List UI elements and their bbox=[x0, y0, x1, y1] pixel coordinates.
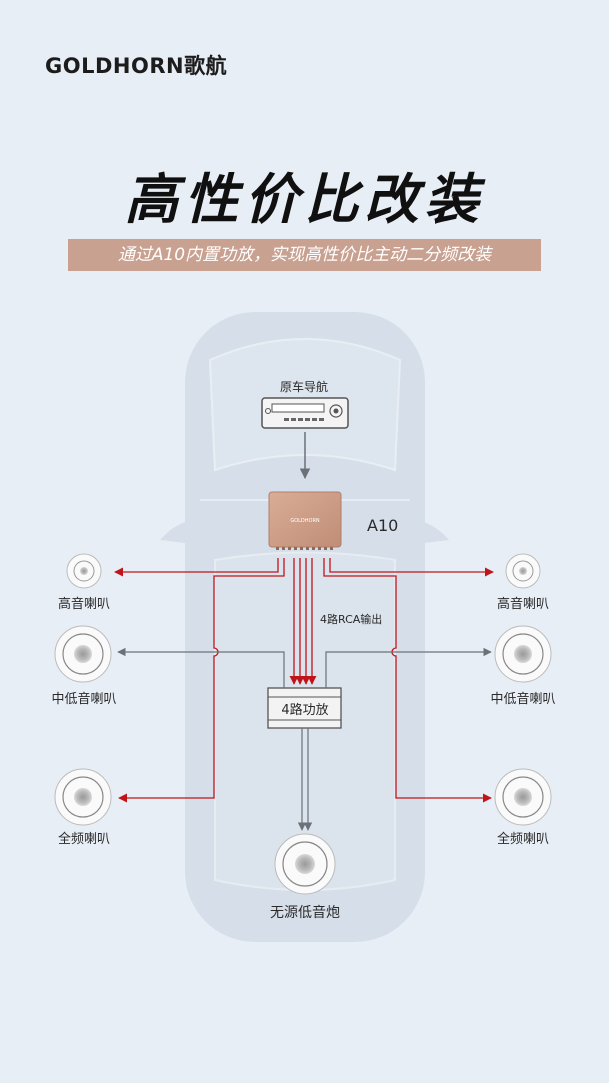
brand-logo: GOLDHORN歌航 bbox=[45, 54, 228, 78]
left-midwoofer-label: 中低音喇叭 bbox=[51, 691, 116, 707]
dsp-a10-device: GOLDHORN bbox=[268, 491, 342, 550]
dsp-label: A10 bbox=[367, 516, 398, 535]
right-midwoofer-label: 中低音喇叭 bbox=[490, 691, 555, 707]
rca-output-label: 4路RCA输出 bbox=[320, 612, 382, 626]
subwoofer-label: 无源低音炮 bbox=[270, 904, 340, 921]
headline: 高性价比改装 bbox=[124, 168, 485, 231]
left-tweeter-label: 高音喇叭 bbox=[58, 596, 110, 612]
subheadline-banner: 通过A10内置功放，实现高性价比主动二分频改装 bbox=[68, 239, 541, 271]
four-channel-amp bbox=[267, 687, 342, 729]
head-unit-label: 原车导航 bbox=[280, 379, 328, 394]
left-fullrange-icon bbox=[54, 768, 112, 826]
right-fullrange-label: 全频喇叭 bbox=[497, 831, 549, 847]
left-tweeter-icon bbox=[66, 553, 102, 589]
right-fullrange-icon bbox=[494, 768, 552, 826]
subwoofer-icon bbox=[274, 833, 336, 895]
amp-output-lines bbox=[117, 647, 492, 831]
right-tweeter-icon bbox=[505, 553, 541, 589]
left-midwoofer-icon bbox=[54, 625, 112, 683]
amp-label: 4路功放 bbox=[281, 702, 328, 718]
left-fullrange-label: 全频喇叭 bbox=[58, 831, 110, 847]
dsp-logo-text: GOLDHORN bbox=[290, 518, 320, 524]
right-midwoofer-icon bbox=[494, 625, 552, 683]
right-tweeter-label: 高音喇叭 bbox=[497, 596, 549, 612]
dsp-output-lines bbox=[114, 558, 494, 803]
head-unit-icon bbox=[261, 397, 349, 429]
car-silhouette bbox=[160, 312, 449, 942]
